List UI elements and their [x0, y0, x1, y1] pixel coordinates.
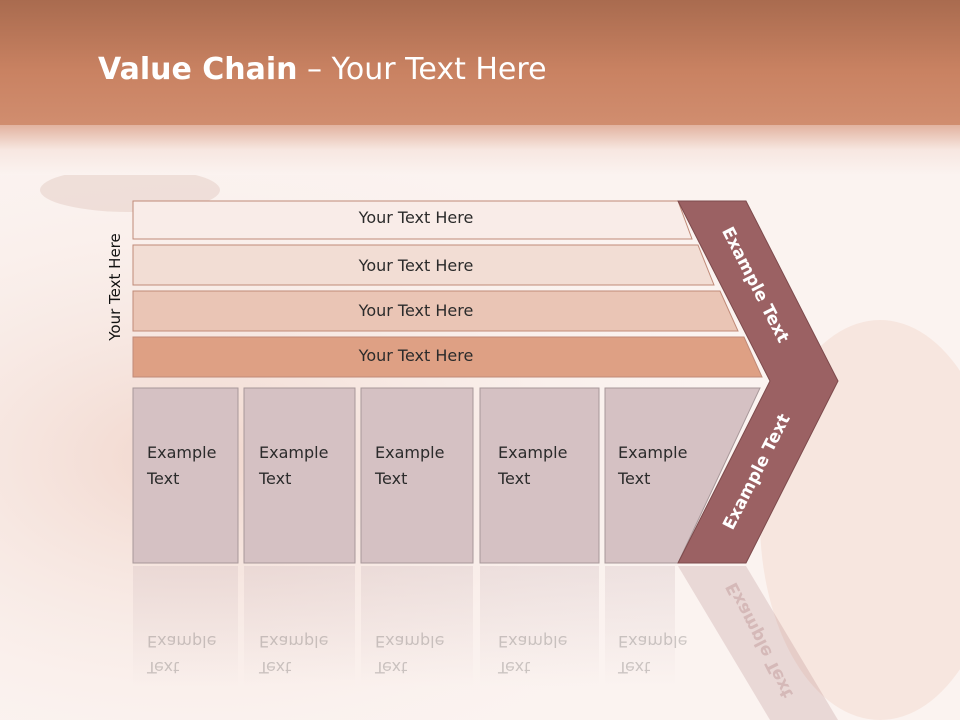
bar-3-label: Your Text Here	[358, 301, 474, 320]
box-2	[243, 387, 356, 564]
box-1	[132, 387, 239, 564]
bar-1-label: Your Text Here	[358, 208, 474, 227]
box-4	[479, 387, 600, 564]
bar-2	[132, 244, 715, 286]
box-3	[360, 387, 474, 564]
title-bold: Value Chain	[98, 52, 298, 87]
bar-4-label: Your Text Here	[358, 346, 474, 365]
slide-title: Value Chain – Your Text Here	[98, 52, 547, 87]
bar-2-label: Your Text Here	[358, 256, 474, 275]
bar-1	[132, 200, 693, 240]
side-label: Your Text Here	[106, 233, 124, 341]
value-chevron	[677, 200, 839, 564]
title-rest: – Your Text Here	[297, 52, 547, 87]
bar-3	[132, 290, 739, 332]
bar-4	[132, 336, 763, 378]
